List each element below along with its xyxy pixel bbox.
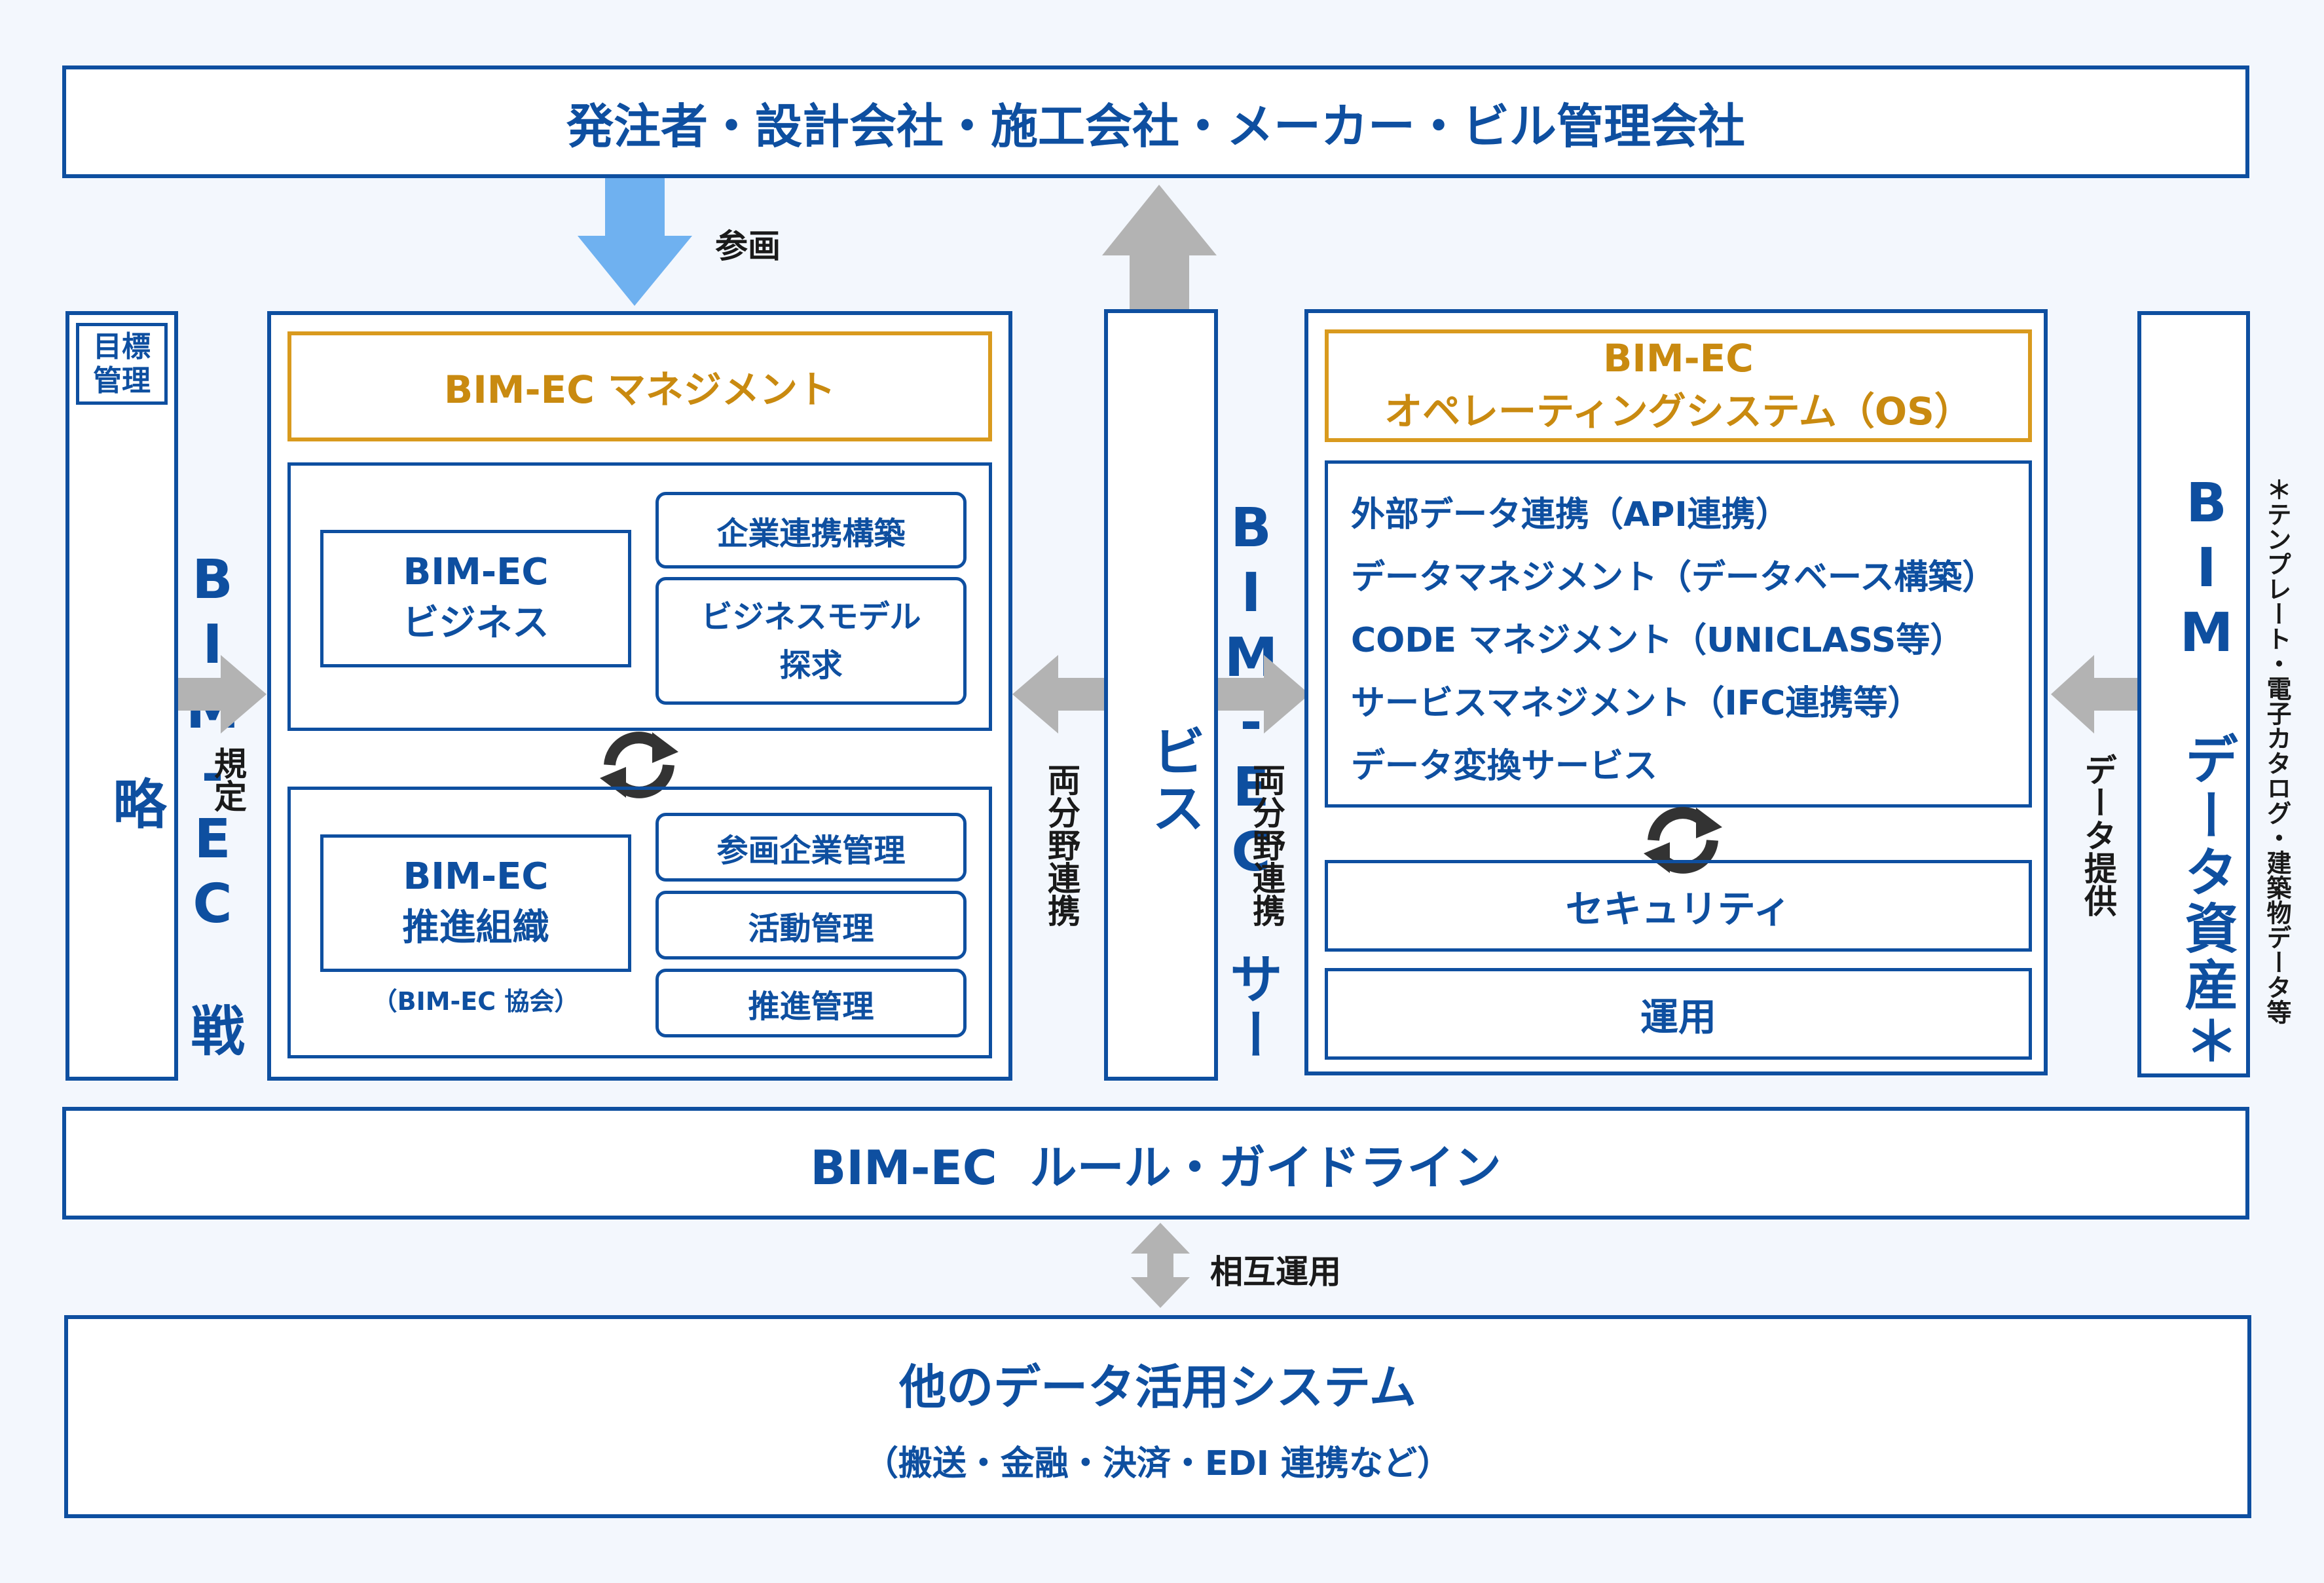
business-item-model: ビジネスモデル 探求	[655, 577, 967, 705]
interoperation-arrow	[1131, 1223, 1190, 1308]
participation-arrow	[578, 178, 692, 306]
cross-field-right-label: 両分野連携	[1247, 763, 1285, 927]
management-header: BIM-EC マネジメント	[287, 331, 992, 441]
os-feature-code: CODE マネジメント（UNICLASS等）	[1351, 621, 1964, 660]
organization-section: BIM-EC 推進組織 （BIM-EC 協会） 参画企業管理 活動管理 推進管理	[287, 787, 992, 1058]
assets-note: ＊テンプレート・電子カタログ・建築物データ等	[2262, 477, 2291, 1024]
os-header: BIM-EC オペレーティングシステム（OS）	[1325, 329, 2032, 442]
goal-management-badge: 目標 管理	[76, 323, 168, 405]
rules-banner: BIM-EC ルール・ガイドライン	[62, 1107, 2249, 1220]
other-systems-title: 他のデータ活用システム	[899, 1360, 1416, 1415]
organization-note: （BIM-EC 協会）	[372, 987, 580, 1016]
os-panel: BIM-EC オペレーティングシステム（OS） 外部データ連携（API連携） デ…	[1304, 309, 2048, 1075]
regulation-arrow	[178, 655, 267, 734]
service-column: BIM-EC サービス	[1104, 309, 1282, 1081]
business-item-alliance: 企業連携構築	[655, 492, 967, 568]
os-feature-service: サービスマネジメント（IFC連携等）	[1351, 684, 1922, 723]
data-provision-arrow	[2051, 655, 2137, 734]
participation-label: 参画	[715, 227, 781, 265]
stakeholders-title: 発注者・設計会社・施工会社・メーカー・ビル管理会社	[566, 98, 1745, 154]
cross-field-left-arrow	[1012, 655, 1104, 734]
service-up-arrow	[1102, 185, 1217, 309]
other-systems-box: 他のデータ活用システム （搬送・金融・決済・EDI 連携など）	[64, 1315, 2251, 1518]
os-feature-api: 外部データ連携（API連携）	[1351, 495, 1790, 534]
interoperation-label: 相互運用	[1210, 1253, 1341, 1291]
data-provision-label: データ提供	[2079, 753, 2117, 917]
business-section: BIM-EC ビジネス 企業連携構築 ビジネスモデル 探求	[287, 462, 992, 731]
org-item-promotion-management: 推進管理	[655, 969, 967, 1037]
assets-title: BIM データ資産＊	[2175, 472, 2238, 1070]
regulation-label: 規定	[209, 747, 247, 812]
other-systems-subtitle: （搬送・金融・決済・EDI 連携など）	[864, 1444, 1452, 1483]
os-feature-conversion: データ変換サービス	[1351, 747, 1658, 786]
cross-field-left-label: 両分野連携	[1042, 763, 1080, 927]
business-title-box: BIM-EC ビジネス	[320, 530, 631, 667]
stakeholders-banner: 発注者・設計会社・施工会社・メーカー・ビル管理会社	[62, 65, 2249, 178]
security-box: セキュリティ	[1325, 860, 2032, 952]
strategy-column: 目標 管理 BIM-EC 戦略	[65, 311, 244, 1081]
service-title: BIM-EC サービス	[1142, 496, 1282, 1064]
strategy-title: BIM-EC 戦略	[103, 549, 244, 1059]
os-feature-database: データマネジメント（データベース構築）	[1351, 558, 1997, 597]
operation-box: 運用	[1325, 968, 2032, 1060]
os-features-box: 外部データ連携（API連携） データマネジメント（データベース構築） CODE …	[1325, 460, 2032, 808]
cross-field-right-arrow	[1218, 655, 1310, 734]
org-item-member-management: 参画企業管理	[655, 813, 967, 882]
organization-title-box: BIM-EC 推進組織	[320, 834, 631, 972]
assets-column: BIM データ資産＊	[2137, 311, 2250, 1077]
rules-title: BIM-EC ルール・ガイドライン	[810, 1140, 1502, 1195]
org-item-activity-management: 活動管理	[655, 891, 967, 959]
management-panel: BIM-EC マネジメント BIM-EC ビジネス 企業連携構築 ビジネスモデル…	[267, 311, 1012, 1081]
